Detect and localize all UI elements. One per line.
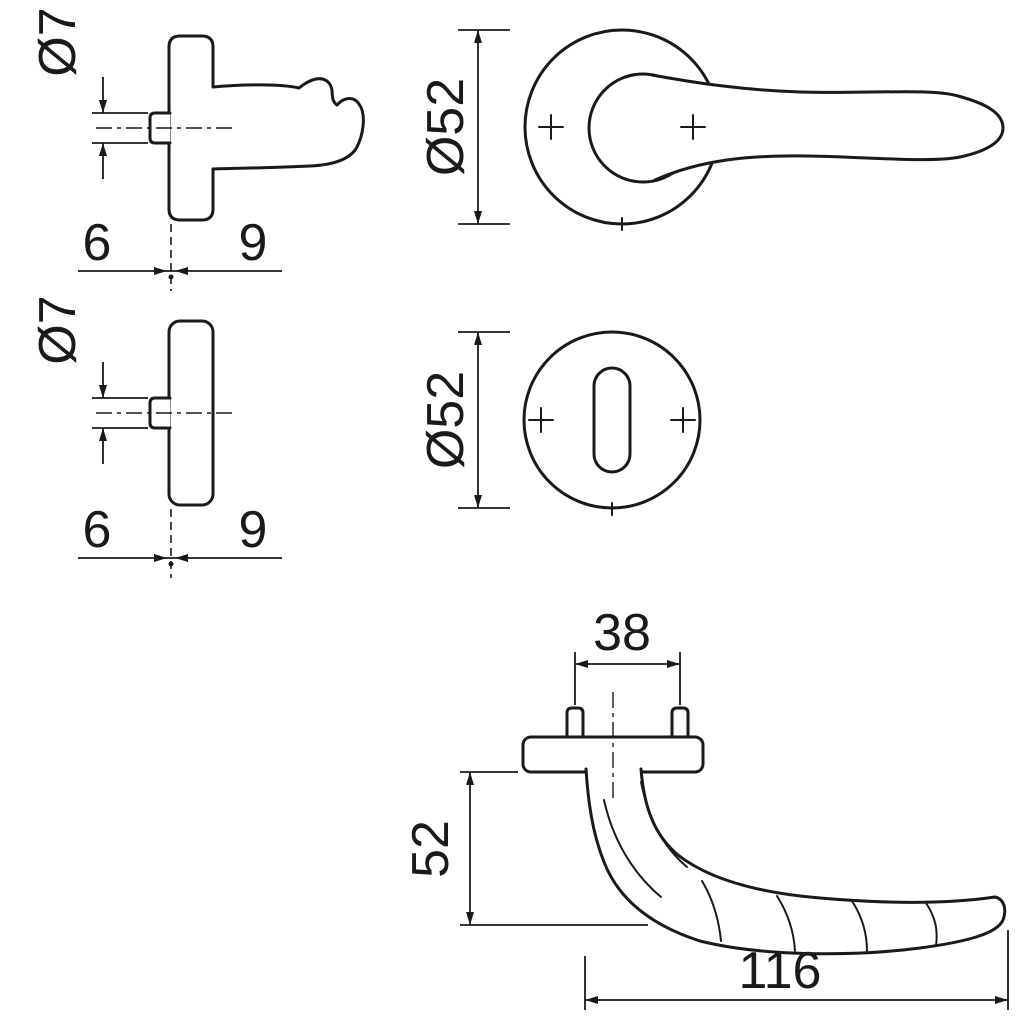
arrowhead [466,772,474,785]
dimension-label: Ø52 [417,371,475,469]
dimension-rose-diameter: Ø52 [417,331,510,509]
screw-mark-right [680,114,706,140]
dimension-label: 6 [83,501,112,559]
grip-scallop-line [701,880,722,942]
dimension-label: 38 [593,604,651,662]
view-lever-front: Ø52 [417,28,1005,231]
lever-neck-profile [211,77,365,171]
view-rosette-front: Ø52 [417,330,702,516]
dimension-offset-thickness: 6 9 [78,501,282,578]
lever-top-outline [584,767,1007,956]
dimension-label: Ø7 [29,7,87,76]
view-lever-side: Ø7 6 9 [29,7,365,291]
arrowhead [585,996,598,1004]
dimension-spindle-diameter: Ø7 [29,7,148,179]
mounting-post-left [565,706,585,739]
arrowhead [474,211,482,224]
arrowhead [154,267,167,275]
screw-mark-right [670,407,696,433]
dimension-label: 52 [402,820,460,878]
dimension-offset-thickness: 6 9 [78,214,282,291]
dimension-handle-length: 116 [584,930,1009,1010]
arrowhead [175,554,188,562]
dimension-rose-diameter: Ø52 [417,29,510,225]
arrowhead [474,30,482,43]
arrowhead [575,660,588,668]
dimension-label: Ø7 [29,295,87,364]
dimension-projection: 52 [402,771,648,926]
dimension-label: 116 [739,942,822,1000]
dimension-label: 9 [239,501,268,559]
dimension-label: 6 [83,214,112,272]
dimension-label: 9 [239,214,268,272]
arrowhead [99,428,107,441]
neck-contour-line [640,781,688,868]
dimension-spindle-diameter: Ø7 [29,295,148,464]
reference-dot [168,274,174,280]
view-lever-top: 38 52 116 [402,604,1009,1010]
mounting-post-right [670,706,690,739]
arrowhead [99,143,107,156]
arrowhead [466,912,474,925]
arrowhead [474,495,482,508]
dimension-label: Ø52 [417,78,475,176]
arrowhead [99,100,107,113]
screw-mark-left [538,114,564,140]
grip-scallop-line [925,902,938,947]
arrowhead [667,660,680,668]
arrowhead [99,385,107,398]
dimension-screw-spacing: 38 [574,604,681,705]
lever-outline [650,73,1005,182]
arrowhead [154,554,167,562]
screw-mark-left [528,407,554,433]
reference-dot [168,561,174,567]
arrowhead [995,996,1008,1004]
grip-scallop-line [851,900,868,952]
view-rosette-side: Ø7 6 9 [29,295,282,578]
keyhole-slot [592,366,632,474]
arrowhead [474,332,482,345]
arrowhead [175,267,188,275]
neck-contour-line [603,799,662,898]
grip-scallop-line [776,895,796,952]
